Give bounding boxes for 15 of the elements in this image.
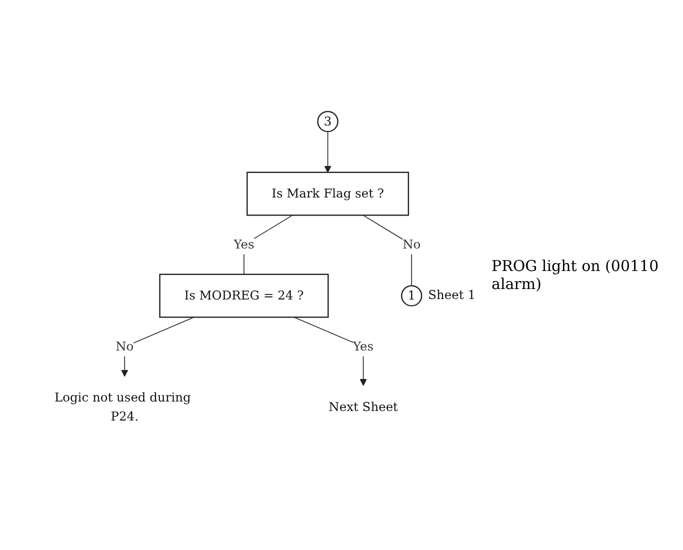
node-text: Next Sheet: [328, 400, 398, 415]
edge-label: No: [115, 340, 134, 354]
node-text: Logic not used during P24.: [54, 390, 190, 424]
arrow: [324, 132, 331, 174]
node-box: Is Mark Flag set ?: [246, 172, 409, 216]
node-circle: 3: [316, 111, 338, 133]
note: PROG light on (00110 alarm): [492, 257, 660, 293]
edge-label: Yes: [233, 238, 254, 252]
edge-label: No: [402, 238, 420, 252]
node-circle: 1: [400, 286, 422, 307]
node-box: Is MODREG = 24 ?: [158, 274, 328, 318]
arrow: [120, 317, 194, 378]
connector: [243, 215, 292, 276]
edge-label: Yes: [352, 340, 374, 354]
connector-caption: Sheet 1: [428, 288, 475, 302]
